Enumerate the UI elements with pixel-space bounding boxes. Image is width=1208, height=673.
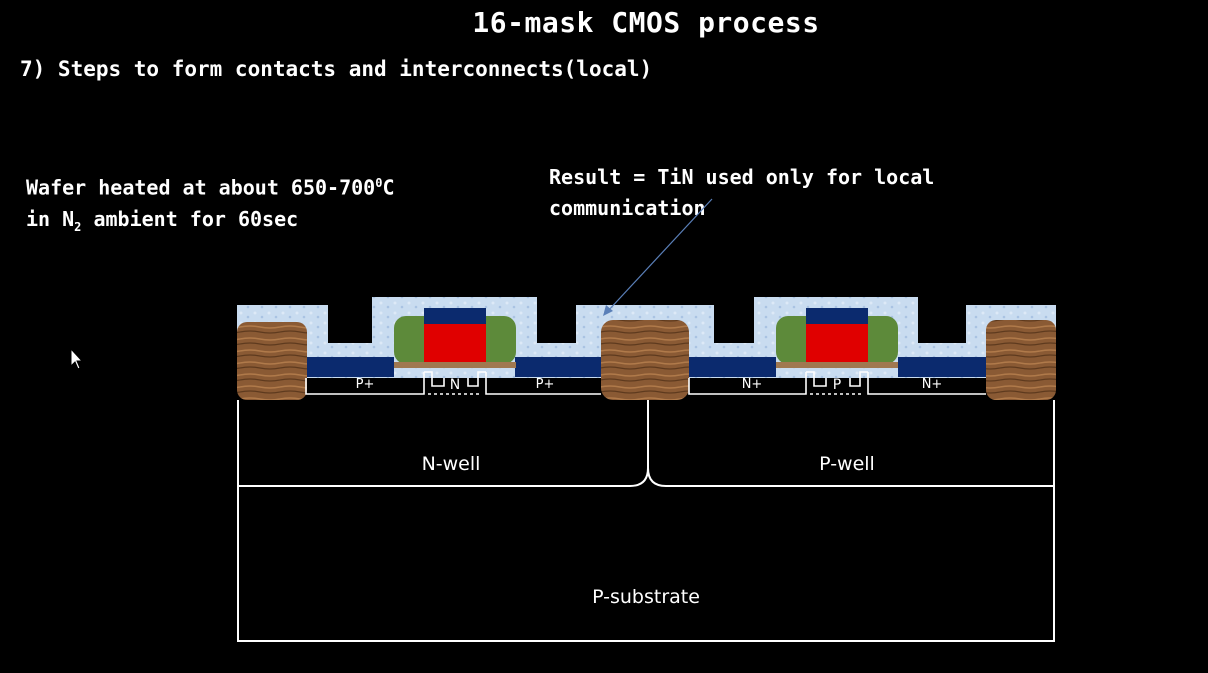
n-well-label: N-well <box>422 453 481 475</box>
p-substrate-label: P-substrate <box>592 586 700 608</box>
result-arrow <box>603 198 713 316</box>
nmos-gate-oxide <box>776 362 898 368</box>
p-plus-right-label: P+ <box>536 377 555 392</box>
slide-title: 16-mask CMOS process <box>472 6 820 39</box>
ambient-subscript: 2 <box>74 219 82 234</box>
p-plus-left-label: P+ <box>356 377 375 392</box>
nmos-gate-poly <box>806 322 868 364</box>
nmos-ldd-right <box>849 371 868 387</box>
pmos-drain-junction <box>485 372 601 395</box>
p-channel-label: P <box>833 377 841 393</box>
pmos-gate-top <box>424 308 486 324</box>
p-well-label: P-well <box>819 453 875 475</box>
substrate-outline <box>237 400 1055 642</box>
n-plus-left-label: N+ <box>742 377 763 392</box>
silicide-n-plus-left <box>688 357 776 377</box>
pmos-ldd-left <box>424 371 445 387</box>
nmos-gate-top <box>806 308 868 324</box>
junction-outlines <box>305 371 986 395</box>
ambient-suffix: ambient for 60sec <box>81 206 299 231</box>
pmos-gate-poly <box>424 322 486 364</box>
result-note-line-1: Result = TiN used only for local <box>549 165 935 189</box>
nmos-source-junction <box>688 372 807 395</box>
n-channel-label: N <box>450 377 460 393</box>
field-oxide-left <box>237 322 307 400</box>
p-well-boundary <box>647 467 1054 487</box>
well-outlines <box>237 400 1055 642</box>
pmos-source-junction <box>305 372 425 395</box>
wafer-note-line-1: Wafer heated at about 650-7000C <box>26 168 394 204</box>
field-oxide-right <box>986 320 1056 400</box>
step-heading: 7) Steps to form contacts and interconne… <box>20 57 653 81</box>
nmos-ldd-left <box>806 371 827 387</box>
field-oxide-center <box>601 320 689 400</box>
wafer-temp-superscript: 0 <box>375 176 383 190</box>
n-plus-right-label: N+ <box>922 377 943 392</box>
nmos-drain-junction <box>867 372 986 395</box>
pmos-ldd-right <box>467 371 486 387</box>
silicide-n-plus-right <box>898 357 986 377</box>
pmos-gate-oxide <box>394 362 516 368</box>
silicide-p-plus-left <box>306 357 394 377</box>
wafer-heating-note: Wafer heated at about 650-7000C in N2 am… <box>26 168 394 243</box>
wafer-note-text: Wafer heated at about 650-700 <box>26 175 376 200</box>
ambient-prefix: in N <box>26 206 75 231</box>
silicide-p-plus-right <box>515 357 603 377</box>
result-note: Result = TiN used only for local communi… <box>549 162 934 224</box>
mouse-cursor-icon <box>70 348 84 370</box>
result-note-line-2: communication <box>549 196 706 220</box>
wafer-note-line-2: in N2 ambient for 60sec <box>26 204 394 243</box>
wafer-temp-unit: C <box>382 175 395 200</box>
